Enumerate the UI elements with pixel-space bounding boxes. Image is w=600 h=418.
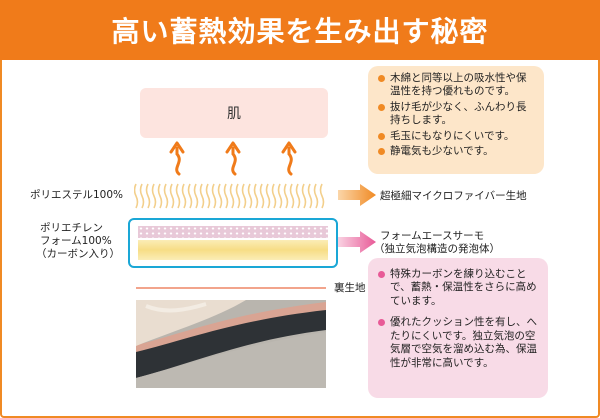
microfiber-callout: 超極細マイクロファイバー生地: [380, 190, 527, 202]
orange-arrow-icon: [338, 184, 376, 206]
list-item: 木綿と同等以上の吸水性や保温性を持つ優れものです。: [378, 72, 536, 99]
foam-yellow-layer: [138, 240, 328, 260]
microfiber-layer: [134, 183, 325, 209]
bullet-dot-icon: [378, 271, 385, 278]
list-item: 特殊カーボンを練り込むことで、蓄熱・保温性をさらに高めています。: [378, 268, 540, 308]
lining-label: 裏生地: [334, 282, 366, 294]
heat-wave-arrow-icon: [169, 141, 185, 176]
polyethylene-label-line3: （カーボン入り）: [36, 248, 120, 261]
heat-wave-arrow-icon: [225, 141, 241, 176]
polyester-label: ポリエステル100%: [30, 189, 124, 201]
skin-box: 肌: [140, 88, 328, 138]
cross-section-photo: [136, 300, 326, 388]
microfiber-info-box: 木綿と同等以上の吸水性や保温性を持つ優れものです。 抜け毛が少なく、ふんわり長持…: [368, 66, 544, 174]
microfiber-points: 木綿と同等以上の吸水性や保温性を持つ優れものです。 抜け毛が少なく、ふんわり長持…: [368, 66, 544, 159]
list-item: 静電気も少ないです。: [378, 145, 536, 158]
foam-callout-line1: フォームエースサーモ: [380, 230, 485, 242]
lining-layer: [136, 287, 326, 289]
bullet-dot-icon: [378, 148, 385, 156]
bullet-dot-icon: [378, 103, 385, 111]
foam-callout-line2: （独立気泡構造の発泡体）: [374, 243, 500, 256]
polyethylene-label-line1: ポリエチレン: [40, 222, 103, 234]
list-item: 抜け毛が少なく、ふんわり長持ちします。: [378, 101, 536, 128]
bullet-dot-icon: [378, 319, 385, 327]
bullet-dot-icon: [378, 75, 385, 82]
polyethylene-label: ポリエチレン フォーム100% （カーボン入り）: [36, 222, 120, 261]
title-banner: 高い蓄熱効果を生み出す秘密: [0, 0, 600, 60]
list-item: 毛玉にもなりにくいです。: [378, 130, 536, 143]
bullet-dot-icon: [378, 132, 385, 140]
foam-layer-frame: [128, 218, 338, 268]
page-title: 高い蓄熱効果を生み出す秘密: [111, 15, 489, 48]
list-item: 優れたクッション性を有し、へたりにくいです。独立気泡の空気層で空気を溜め込む為、…: [378, 316, 540, 370]
skin-label: 肌: [227, 106, 241, 122]
foam-callout: フォームエースサーモ （独立気泡構造の発泡体）: [374, 230, 500, 256]
foam-points: 特殊カーボンを練り込むことで、蓄熱・保温性をさらに高めています。 優れたクッショ…: [368, 258, 548, 370]
polyethylene-label-line2: フォーム100%: [40, 235, 112, 248]
heat-wave-arrow-icon: [281, 141, 297, 176]
foam-dotted-layer: [138, 226, 328, 238]
pink-arrow-icon: [338, 231, 376, 253]
foam-info-box: 特殊カーボンを練り込むことで、蓄熱・保温性をさらに高めています。 優れたクッショ…: [368, 258, 548, 398]
